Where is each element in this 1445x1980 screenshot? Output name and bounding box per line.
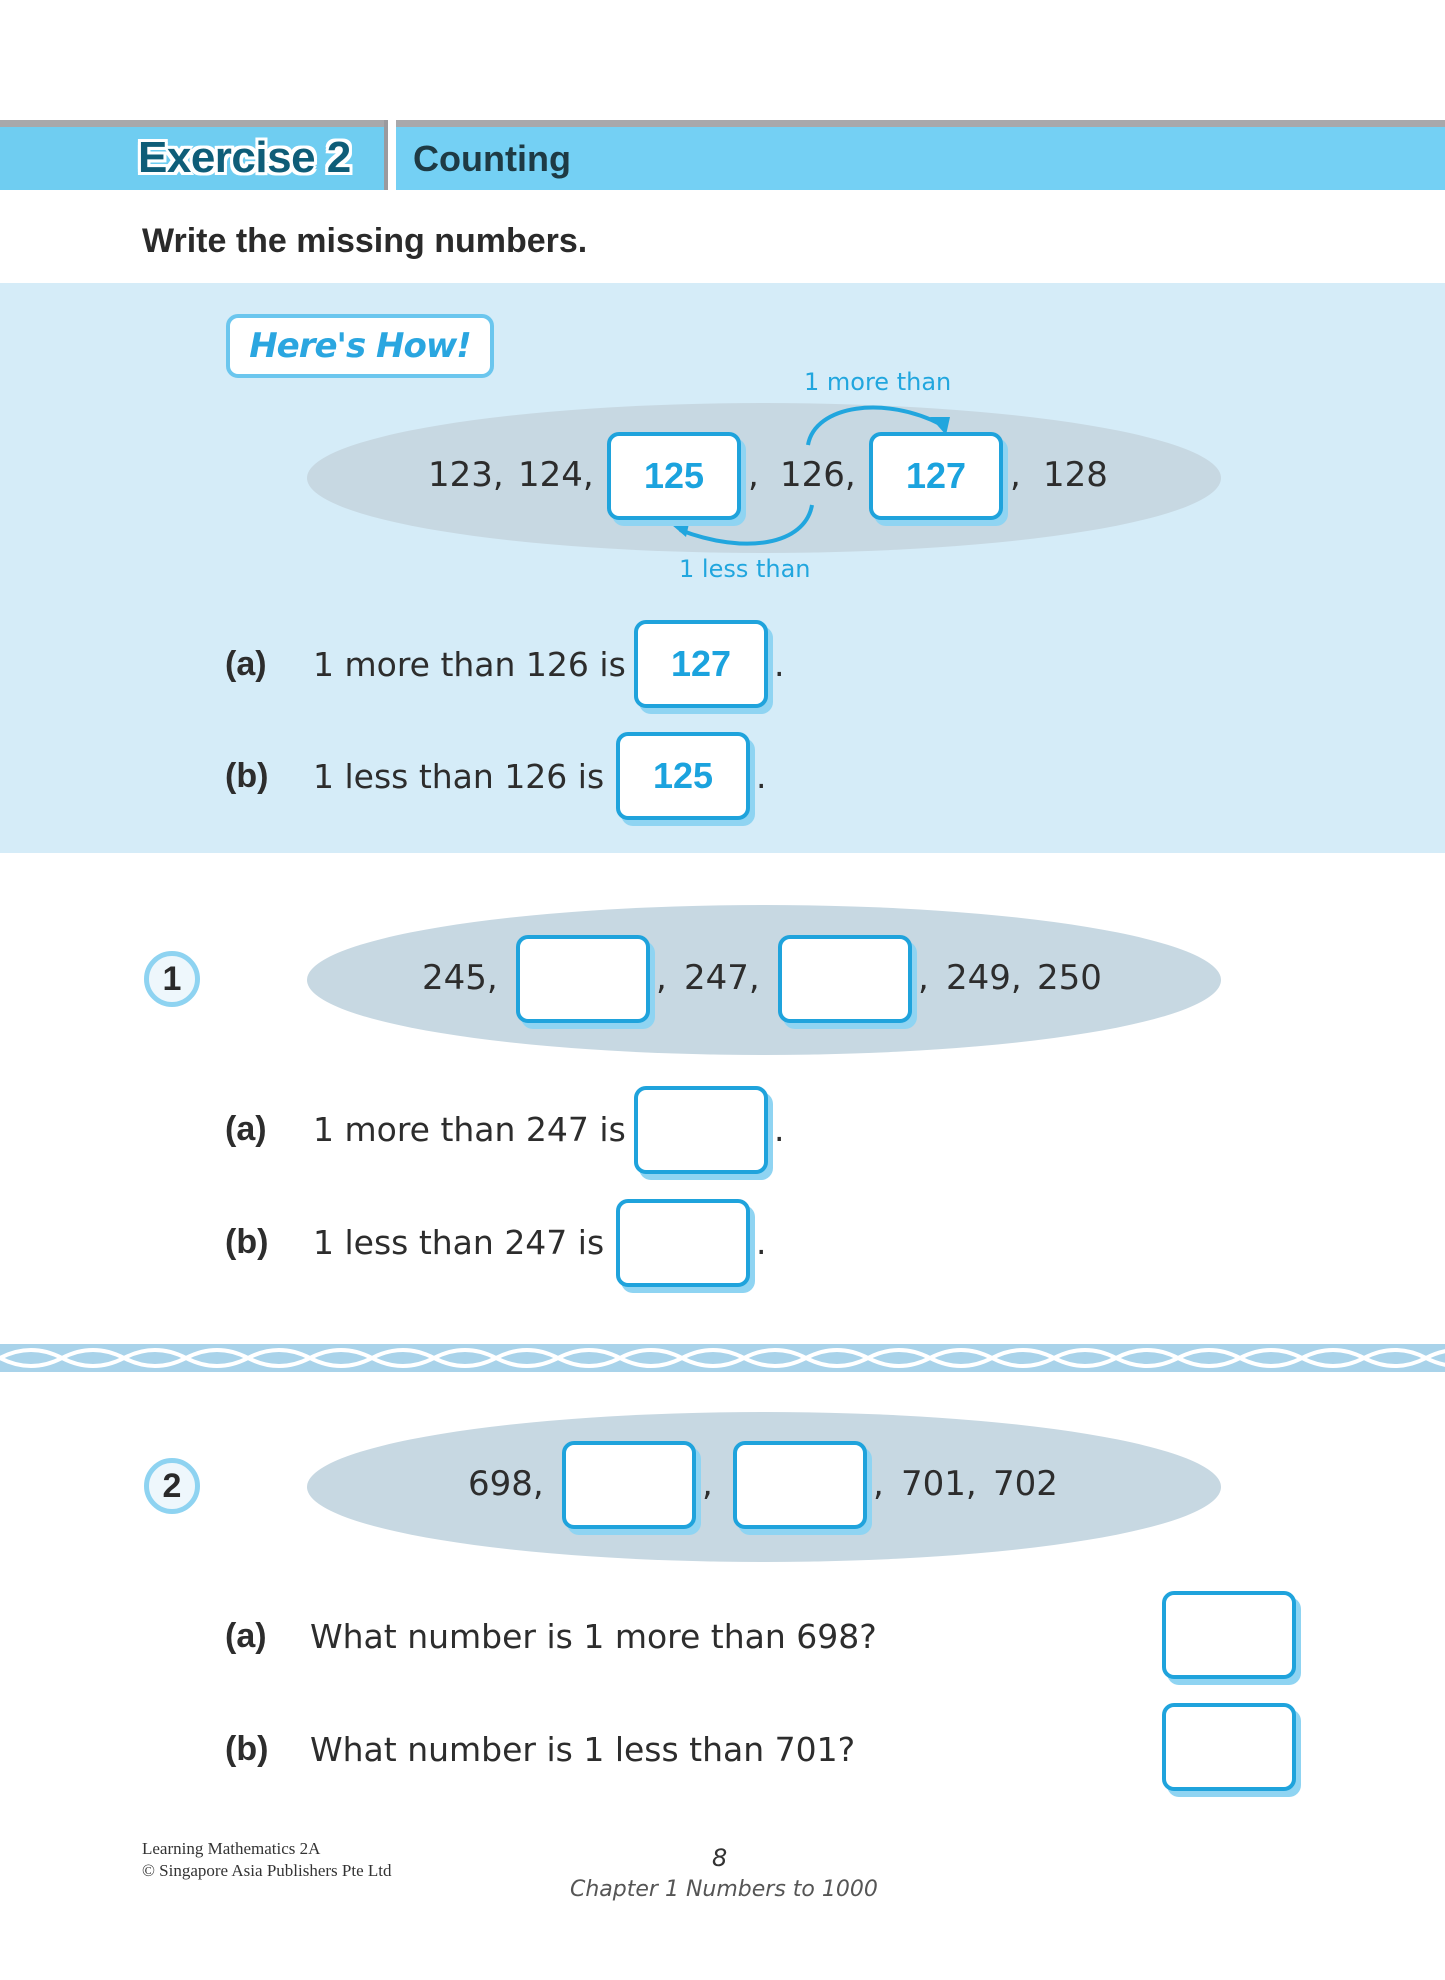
arc-label-less: 1 less than (679, 555, 811, 583)
answer-box-filled: 125 (616, 732, 750, 820)
answer-input-box[interactable] (616, 1199, 750, 1287)
question-label: (a) (225, 1617, 267, 1655)
header-exercise-band (0, 127, 384, 190)
chapter-title: Chapter 1 Numbers to 1000 (570, 1877, 878, 1902)
seq-number: 701, (901, 1464, 977, 1504)
answer-box-filled: 125 (607, 432, 741, 520)
header-title-band (396, 127, 1445, 190)
question-label: (b) (225, 757, 269, 795)
seq-number: 126, (780, 455, 856, 495)
period: . (756, 1223, 767, 1262)
footer-credits: Learning Mathematics 2A © Singapore Asia… (142, 1838, 392, 1882)
question-text: 1 more than 247 is (313, 1110, 626, 1149)
answer-input-box[interactable] (733, 1441, 867, 1529)
question-text: What number is 1 more than 698? (310, 1617, 877, 1656)
header-top-rule (0, 120, 1445, 128)
page-number: 8 (712, 1844, 728, 1872)
question-text: 1 less than 126 is (313, 757, 605, 796)
instruction: Write the missing numbers. (142, 222, 588, 260)
seq-separator: , (656, 958, 667, 998)
footer-book-title: Learning Mathematics 2A (142, 1839, 321, 1858)
seq-separator: , (918, 958, 929, 998)
seq-number: 245, (422, 958, 498, 998)
answer-input-box[interactable] (562, 1441, 696, 1529)
problem-number-badge: 1 (144, 951, 200, 1007)
answer-box-filled: 127 (634, 620, 768, 708)
seq-number: 128 (1043, 455, 1108, 495)
rope-divider (0, 1344, 1445, 1372)
answer-input-box[interactable] (778, 935, 912, 1023)
seq-number: 124, (518, 455, 594, 495)
header-divider-shade (384, 120, 388, 190)
period: . (756, 757, 767, 796)
seq-number: 702 (993, 1464, 1058, 1504)
question-label: (a) (225, 1110, 267, 1148)
answer-input-box[interactable] (1162, 1703, 1296, 1791)
exercise-label: Exercise 2 (138, 133, 351, 182)
arc-arrows-icon (672, 405, 950, 546)
period: . (774, 1110, 785, 1149)
seq-separator: , (748, 455, 759, 495)
seq-separator: , (873, 1464, 884, 1504)
question-text: 1 more than 126 is (313, 645, 626, 684)
heres-how-badge: Here's How! (226, 314, 494, 378)
seq-number: 249, (946, 958, 1022, 998)
answer-box-filled: 127 (869, 432, 1003, 520)
problem-number-badge: 2 (144, 1458, 200, 1514)
seq-separator: , (702, 1464, 713, 1504)
answer-input-box[interactable] (516, 935, 650, 1023)
question-text: 1 less than 247 is (313, 1223, 605, 1262)
question-label: (a) (225, 645, 267, 683)
answer-input-box[interactable] (1162, 1591, 1296, 1679)
problem-1-sequence-ellipse (307, 905, 1221, 1055)
footer-copyright: © Singapore Asia Publishers Pte Ltd (142, 1861, 392, 1880)
period: . (774, 645, 785, 684)
seq-number: 698, (468, 1464, 544, 1504)
seq-separator: , (1010, 455, 1021, 495)
question-label: (b) (225, 1730, 269, 1768)
arc-label-more: 1 more than (804, 368, 952, 396)
answer-input-box[interactable] (634, 1086, 768, 1174)
seq-number: 247, (684, 958, 760, 998)
seq-number: 123, (428, 455, 504, 495)
question-text: What number is 1 less than 701? (310, 1730, 856, 1769)
exercise-title: Counting (413, 138, 571, 179)
seq-number: 250 (1037, 958, 1102, 998)
example-sequence-ellipse (307, 403, 1221, 553)
question-label: (b) (225, 1223, 269, 1261)
